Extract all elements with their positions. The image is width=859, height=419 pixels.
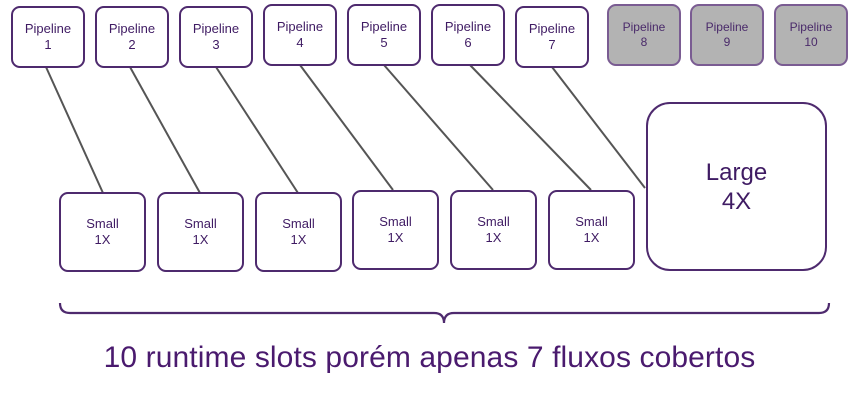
pipeline-10: Pipeline 10 xyxy=(774,4,848,66)
slot-small-5: Small 1X xyxy=(450,190,537,270)
slot-large: Large 4X xyxy=(646,102,827,271)
pipeline-number: 3 xyxy=(212,37,220,52)
pipeline-7: Pipeline 7 xyxy=(515,6,589,68)
pipeline-label: Pipeline xyxy=(789,20,833,35)
pipeline-label: Pipeline xyxy=(360,19,408,35)
pipeline-number: 2 xyxy=(128,37,136,52)
connector-pipeline-6 xyxy=(469,64,592,191)
pipeline-9: Pipeline 9 xyxy=(690,4,764,66)
grouping-brace xyxy=(58,302,831,324)
slot-small-3: Small 1X xyxy=(255,192,342,272)
pipeline-label: Pipeline xyxy=(705,20,749,35)
connector-pipeline-1 xyxy=(45,66,104,194)
pipeline-number: 8 xyxy=(640,35,648,49)
pipeline-4: Pipeline 4 xyxy=(263,4,337,66)
connector-pipeline-7 xyxy=(551,66,646,189)
slot-small-1: Small 1X xyxy=(59,192,146,272)
connector-pipeline-4 xyxy=(299,64,394,191)
pipeline-label: Pipeline xyxy=(24,21,72,37)
pipeline-label: Pipeline xyxy=(444,19,492,35)
pipeline-number: 7 xyxy=(548,37,556,52)
slot-multiplier: 1X xyxy=(583,230,600,245)
pipeline-label: Pipeline xyxy=(276,19,324,35)
connector-pipeline-5 xyxy=(383,64,494,191)
slot-multiplier: 1X xyxy=(290,232,307,247)
pipeline-number: 9 xyxy=(723,35,731,49)
slot-multiplier: 1X xyxy=(387,230,404,245)
pipeline-5: Pipeline 5 xyxy=(347,4,421,66)
pipeline-label: Pipeline xyxy=(192,21,240,37)
slot-small-6: Small 1X xyxy=(548,190,635,270)
slot-multiplier: 1X xyxy=(94,232,111,247)
pipeline-number: 5 xyxy=(380,35,388,50)
slot-size-label: Small xyxy=(282,216,315,232)
slot-multiplier: 1X xyxy=(485,230,502,245)
connector-pipeline-2 xyxy=(129,66,201,194)
slot-size-label: Small xyxy=(184,216,217,232)
slot-size-label: Large xyxy=(705,159,768,187)
pipeline-number: 4 xyxy=(296,35,304,50)
pipeline-number: 1 xyxy=(44,37,52,52)
connector-pipeline-3 xyxy=(215,66,299,194)
slot-size-label: Small xyxy=(477,214,510,230)
slot-small-4: Small 1X xyxy=(352,190,439,270)
slot-size-label: Small xyxy=(575,214,608,230)
pipeline-label: Pipeline xyxy=(528,21,576,37)
pipeline-8: Pipeline 8 xyxy=(607,4,681,66)
slot-small-2: Small 1X xyxy=(157,192,244,272)
pipeline-1: Pipeline 1 xyxy=(11,6,85,68)
pipeline-3: Pipeline 3 xyxy=(179,6,253,68)
slot-size-label: Small xyxy=(86,216,119,232)
slot-multiplier: 4X xyxy=(721,187,752,215)
pipeline-2: Pipeline 2 xyxy=(95,6,169,68)
slot-multiplier: 1X xyxy=(192,232,209,247)
summary-caption: 10 runtime slots porém apenas 7 fluxos c… xyxy=(103,341,756,374)
pipeline-label: Pipeline xyxy=(108,21,156,37)
pipeline-number: 6 xyxy=(464,35,472,50)
pipeline-number: 10 xyxy=(804,35,818,49)
slot-size-label: Small xyxy=(379,214,412,230)
pipeline-6: Pipeline 6 xyxy=(431,4,505,66)
pipeline-label: Pipeline xyxy=(622,20,666,35)
